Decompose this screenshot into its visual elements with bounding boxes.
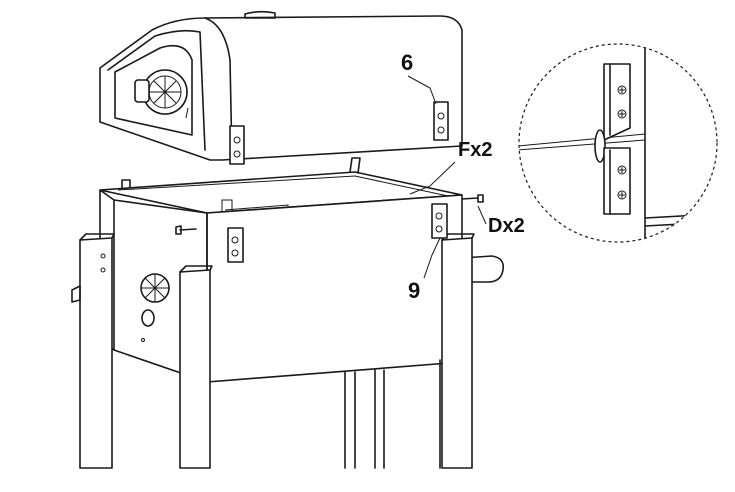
label-qty-d: Dx2 bbox=[488, 215, 525, 237]
lid bbox=[99, 10, 463, 161]
callout-qty-d: Dx2 bbox=[477, 205, 525, 237]
label-part-6: 6 bbox=[401, 50, 413, 75]
label-qty-f: Fx2 bbox=[458, 139, 492, 161]
leg-front-right bbox=[179, 265, 213, 469]
callout-qty-f: Fx2 bbox=[409, 139, 492, 195]
label-part-9: 9 bbox=[408, 278, 420, 303]
body-bracket-left bbox=[227, 227, 244, 263]
leg-back bbox=[344, 233, 475, 469]
callout-part-6: 6 bbox=[401, 50, 437, 105]
lid-bracket-right bbox=[433, 101, 449, 141]
detail-lower-hinge bbox=[603, 147, 631, 215]
detail-upper-hinge bbox=[603, 63, 631, 141]
leg-front-left bbox=[71, 233, 115, 469]
lid-bracket-left bbox=[229, 125, 245, 165]
detail-view bbox=[518, 43, 718, 243]
body-bracket-right bbox=[431, 203, 448, 239]
screw-right bbox=[461, 194, 484, 203]
screw-left bbox=[175, 225, 197, 235]
callout-part-9: 9 bbox=[408, 237, 441, 303]
